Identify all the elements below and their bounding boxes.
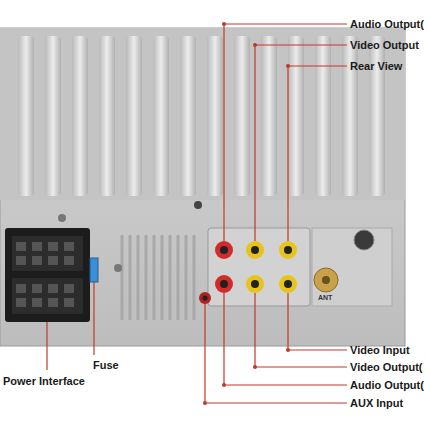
power-connector xyxy=(5,228,90,322)
callout-label: Video Output( xyxy=(350,361,423,374)
callout-label: Audio Output( xyxy=(350,379,424,392)
panel-marking: ANT xyxy=(318,294,332,302)
fuse xyxy=(90,258,98,282)
leader-lines xyxy=(47,24,347,403)
heat-fins xyxy=(18,36,385,196)
callout-label: Audio Output( xyxy=(350,18,424,31)
callout-label: Rear View xyxy=(350,60,402,73)
antenna-jack xyxy=(314,268,338,292)
callout-label: Video Input xyxy=(350,344,410,357)
vent-slots xyxy=(122,235,194,320)
rca-jacks xyxy=(199,241,297,304)
callout-label: Power Interface xyxy=(3,375,85,388)
gps-hole xyxy=(354,230,374,250)
callout-label: Fuse xyxy=(93,359,119,372)
callout-label: Video Output xyxy=(350,39,419,52)
callout-label: AUX Input xyxy=(350,397,403,410)
